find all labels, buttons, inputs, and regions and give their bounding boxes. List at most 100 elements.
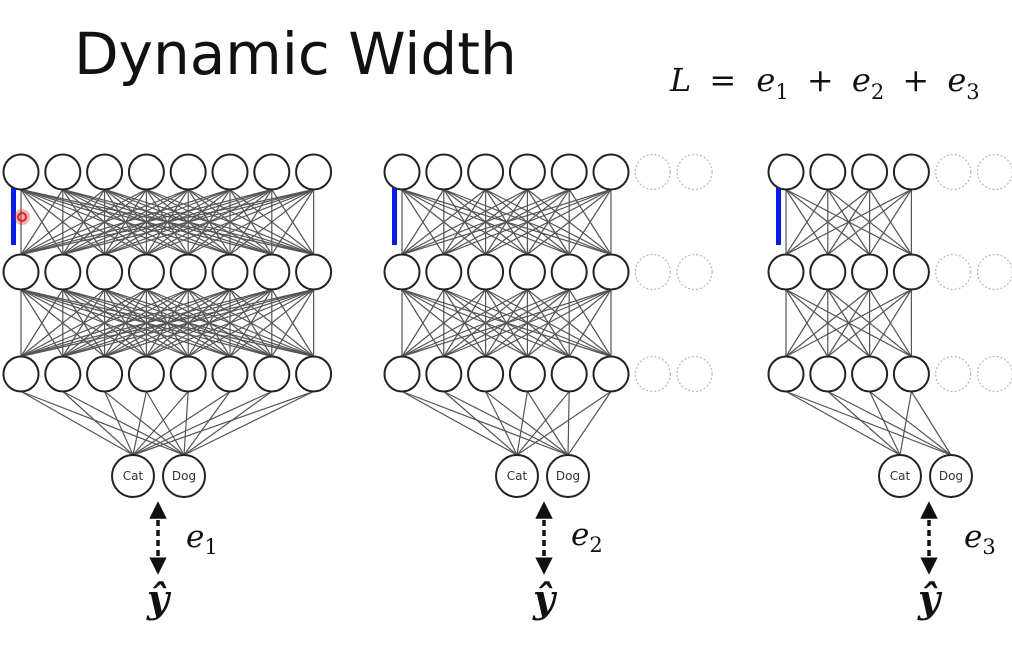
neuron-node (211, 153, 249, 191)
slide-title: Dynamic Width (74, 20, 517, 88)
network-3-nodes (767, 153, 1012, 393)
connection-edge (485, 188, 612, 256)
connection-edge (20, 188, 147, 256)
neuron-node (295, 355, 333, 393)
connection-edge (20, 189, 105, 255)
connection-edge (20, 288, 189, 358)
output-label-dog: Dog (556, 469, 580, 483)
error-label-3: e3 (964, 519, 996, 559)
output-node-cat (878, 454, 922, 498)
output-edge (183, 391, 231, 456)
neuron-node (169, 153, 207, 191)
target-label-1: ŷ (146, 576, 172, 621)
neuron-node (383, 355, 421, 393)
equals-sign: = (709, 61, 736, 99)
connection-edge (401, 188, 570, 256)
term-3-var: e (947, 61, 966, 99)
output-edge (899, 391, 912, 456)
connection-edge (20, 288, 272, 358)
connection-edge (785, 189, 870, 255)
connection-edge (20, 189, 64, 255)
output-label-cat: Cat (123, 469, 144, 483)
network-2-nodes (383, 153, 713, 393)
connection-edge (20, 289, 105, 357)
output-edge (827, 390, 952, 456)
output-edge (443, 391, 518, 456)
connection-edge (785, 288, 912, 358)
disabled-neuron-node (935, 253, 972, 291)
neuron-node (508, 355, 546, 393)
loss-equation: L = e1 + e2 + e3 (669, 61, 980, 107)
disabled-neuron-node (634, 153, 671, 191)
connection-edge (401, 188, 528, 256)
term-2-sub: 2 (871, 80, 884, 104)
neuron-node (44, 355, 82, 393)
neuron-node (550, 153, 588, 191)
neuron-node (508, 253, 546, 291)
network-2-active-marker (392, 188, 397, 245)
neuron-node (508, 153, 546, 191)
neuron-node (383, 153, 421, 191)
neuron-node (767, 253, 805, 291)
output-node-dog (929, 454, 973, 498)
neuron-node (425, 355, 463, 393)
neuron-node (592, 153, 630, 191)
output-edge (567, 391, 612, 456)
output-node-dog (162, 454, 206, 498)
connection-edge (568, 289, 612, 357)
connection-edge (20, 288, 314, 358)
output-edge (401, 390, 518, 456)
connection-edge (527, 189, 612, 255)
output-edge (567, 391, 570, 456)
disabled-neuron-node (976, 253, 1012, 291)
connection-edge (785, 189, 829, 255)
neuron-node (2, 153, 40, 191)
connection-edge (401, 188, 612, 256)
connection-edge (785, 289, 829, 357)
neuron-node (295, 153, 333, 191)
neuron-node (127, 253, 165, 291)
neuron-node (892, 253, 930, 291)
output-edge (132, 390, 273, 456)
neuron-node (767, 153, 805, 191)
connection-edge (527, 289, 612, 357)
output-edge (827, 391, 901, 456)
output-edge (145, 391, 185, 456)
connection-edge (785, 188, 912, 256)
output-node-dog (546, 454, 590, 498)
connection-edge (401, 288, 612, 358)
term-1-sub: 1 (775, 80, 788, 104)
network-3-edges (785, 188, 913, 358)
error-label-1-sub: 1 (204, 535, 217, 559)
output-edge (516, 391, 570, 456)
neuron-node (127, 355, 165, 393)
connection-edge (62, 288, 314, 358)
neuron-node (851, 153, 889, 191)
neuron-node (809, 355, 847, 393)
connection-edge (20, 188, 189, 256)
output-edge (785, 390, 952, 456)
output-edge (132, 391, 147, 456)
neuron-node (211, 355, 249, 393)
output-edge (485, 391, 518, 456)
output-edge (401, 390, 569, 456)
output-edge (183, 390, 314, 456)
connection-edge (827, 189, 912, 255)
network-2-edges (401, 188, 612, 358)
output-label-cat: Cat (890, 469, 911, 483)
network-2: Cat Dog e2 ŷ (383, 153, 713, 621)
neuron-node (425, 253, 463, 291)
output-edge (104, 391, 185, 456)
connection-edge (401, 189, 445, 255)
output-edge (132, 390, 314, 456)
neuron-node (592, 253, 630, 291)
network-3: Cat Dog e3 ŷ (767, 153, 1012, 621)
output-edge (869, 391, 952, 456)
network-2-outputs: Cat Dog (495, 454, 590, 498)
network-2-output-edges (401, 390, 612, 456)
network-3-active-marker (776, 188, 781, 245)
error-label-1-var: e (186, 519, 204, 555)
cursor-pointer-icon (14, 209, 30, 225)
neuron-node (550, 253, 588, 291)
